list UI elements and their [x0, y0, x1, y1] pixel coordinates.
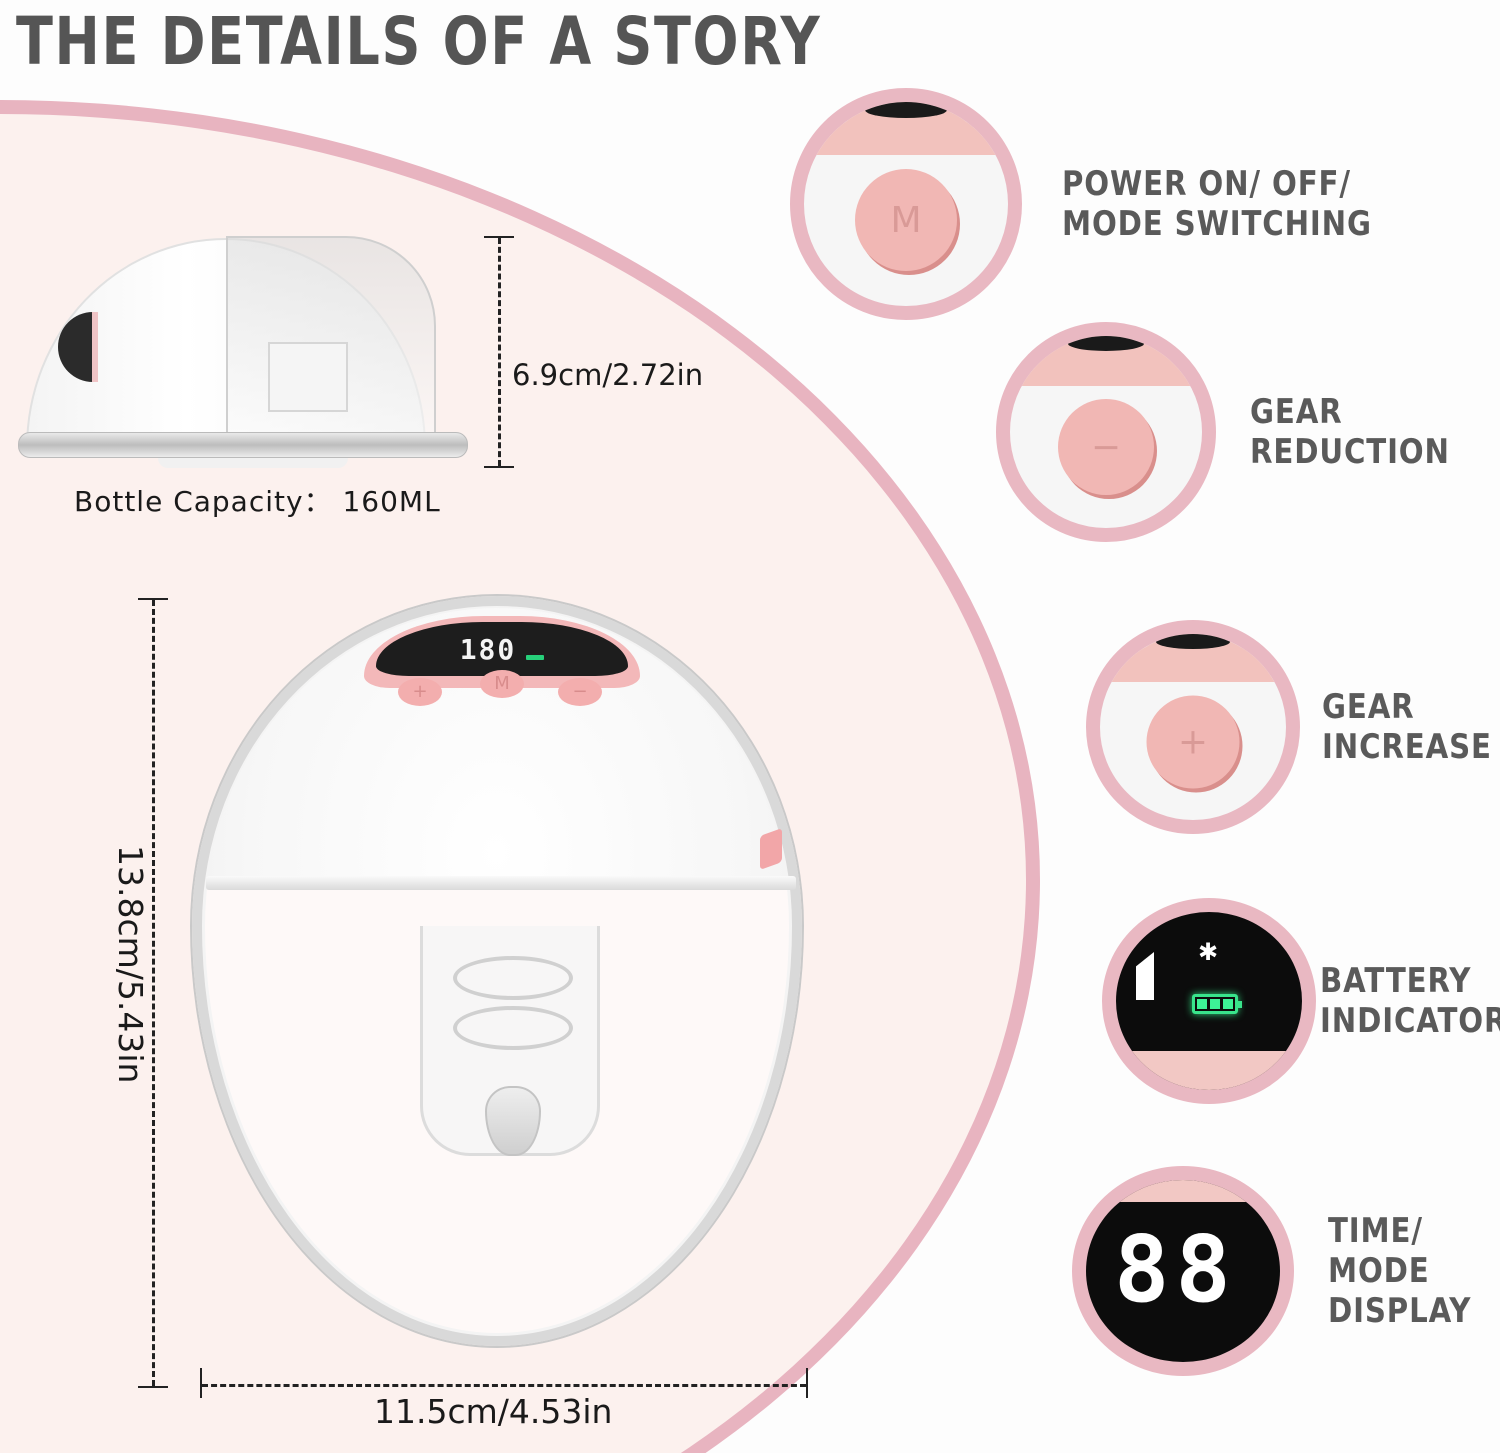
front-width-label: 11.5cm/4.53in: [374, 1392, 613, 1431]
feature-power-label: POWER ON/ OFF/ MODE SWITCHING: [1062, 164, 1372, 244]
dimension-cap-left: [200, 1368, 202, 1398]
front-power-mode-button[interactable]: M: [480, 670, 524, 698]
label-line: GEAR: [1322, 687, 1415, 727]
feature-battery-label: BATTERY INDICATOR: [1320, 961, 1500, 1041]
side-valve-cylinder: [268, 342, 348, 412]
minus-button-icon: −: [1058, 399, 1154, 496]
valve-ring: [453, 1006, 573, 1050]
feature-battery-zoom-circle: ✱: [1102, 898, 1316, 1104]
label-line: MODE SWITCHING: [1062, 204, 1372, 244]
dimension-cap-bottom: [138, 1386, 168, 1388]
side-height-dimension-line: [498, 238, 501, 466]
panel-strip: [1100, 634, 1286, 683]
front-width-dimension-line: [202, 1384, 806, 1387]
feature-display-zoom-circle: 88: [1072, 1166, 1294, 1376]
front-gear-increase-button[interactable]: +: [398, 678, 442, 706]
label-line: BATTERY: [1320, 961, 1472, 1001]
panel-strip: [1086, 1180, 1280, 1202]
feature-increase-zoom-circle: +: [1086, 620, 1300, 834]
front-valve-assembly: [420, 926, 600, 1156]
bottle-capacity-label: Bottle Capacity： 160ML: [74, 485, 441, 518]
feature-reduction-zoom-circle: −: [996, 322, 1216, 542]
dimension-cap-top: [484, 236, 514, 238]
front-height-label: 13.8cm/5.43in: [111, 845, 150, 1084]
panel-strip: [804, 102, 1008, 156]
front-display-digits: 180: [459, 632, 517, 666]
side-flange-base: [18, 432, 468, 458]
feature-power-zoom-circle: M: [790, 88, 1022, 320]
front-gear-reduction-button[interactable]: −: [558, 678, 602, 706]
feature-increase-label: GEAR INCREASE: [1322, 687, 1492, 767]
panel-strip: [1010, 336, 1202, 386]
label-line: INCREASE: [1322, 727, 1492, 767]
side-height-label: 6.9cm/2.72in: [512, 358, 704, 392]
feature-reduction-label: GEAR REDUCTION: [1250, 392, 1450, 472]
panel-strip: [1116, 1050, 1302, 1090]
front-view-product-image: 180 + M −: [192, 596, 812, 1356]
valve-ring: [453, 956, 573, 1000]
power-mode-button-icon: M: [855, 169, 957, 272]
feature-battery: ✱ BATTERY INDICATOR: [1102, 898, 1500, 1104]
feature-increase: + GEAR INCREASE: [1086, 620, 1500, 834]
front-display: 180: [376, 622, 628, 676]
feature-display: 88 TIME/ MODE DISPLAY: [1072, 1166, 1495, 1376]
side-foot: [158, 458, 348, 468]
label-line: GEAR: [1250, 392, 1343, 432]
display-segment: [1136, 952, 1154, 1000]
feature-power: M POWER ON/ OFF/ MODE SWITCHING: [790, 88, 1422, 320]
valve-duckbill: [485, 1086, 541, 1156]
label-line: DISPLAY: [1328, 1291, 1472, 1331]
feature-display-label: TIME/ MODE DISPLAY: [1328, 1211, 1471, 1331]
label-line: REDUCTION: [1250, 432, 1450, 472]
seven-segment-display-icon: 88: [1114, 1216, 1237, 1323]
dimension-cap-right: [806, 1368, 808, 1398]
front-battery-icon: [526, 654, 545, 660]
label-line: INDICATOR: [1320, 1001, 1500, 1041]
front-housing-rim: [206, 876, 796, 890]
label-line: MODE: [1328, 1251, 1430, 1291]
bluetooth-icon: ✱: [1198, 938, 1219, 966]
battery-icon: [1192, 994, 1242, 1014]
front-height-dimension-line: [152, 600, 155, 1386]
front-control-panel: 180: [364, 616, 640, 688]
page-title: THE DETAILS OF A STORY: [16, 3, 822, 80]
label-line: TIME/: [1328, 1211, 1423, 1251]
plus-button-icon: +: [1146, 695, 1240, 789]
feature-reduction: − GEAR REDUCTION: [996, 322, 1482, 542]
side-view-product-image: [18, 232, 478, 472]
label-line: POWER ON/ OFF/: [1062, 164, 1351, 204]
dimension-cap-top: [138, 598, 168, 600]
dimension-cap-bottom: [484, 466, 514, 468]
